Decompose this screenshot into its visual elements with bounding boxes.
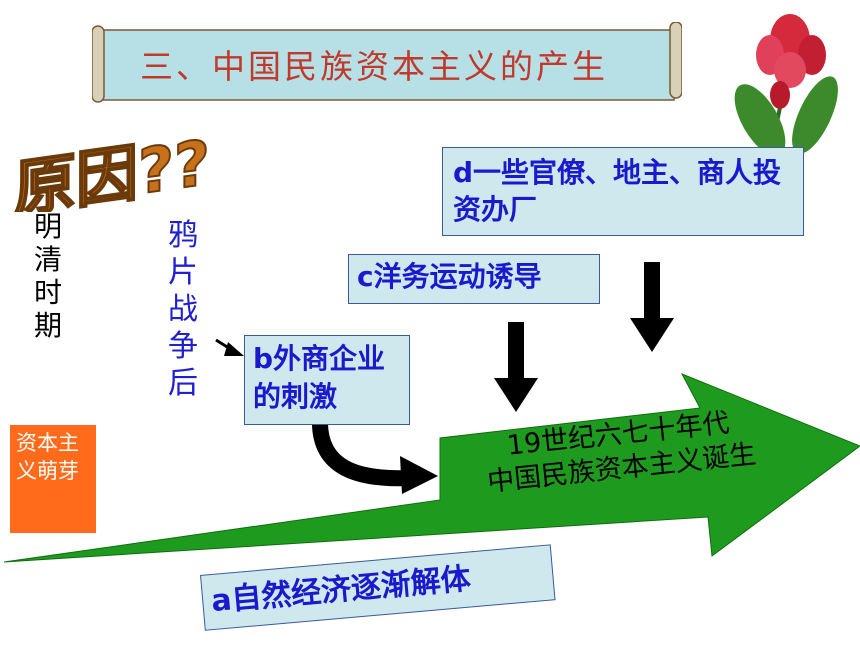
ming-qing-label: 明清时期	[33, 210, 62, 342]
opium-war-label: 鸦片战争后	[168, 218, 198, 401]
factor-d-box: d一些官僚、地主、商人投资办厂	[442, 147, 804, 236]
page-title: 三、中国民族资本主义的产生	[140, 47, 608, 86]
reason-wordart: 原因??	[13, 125, 211, 212]
title-scroll	[92, 22, 682, 103]
factor-c-box: c洋务运动诱导	[348, 254, 600, 304]
reason-text: 原因??	[14, 126, 210, 212]
arrow-b-curve	[311, 417, 438, 494]
arrow-opium-to-b	[215, 338, 244, 356]
capitalism-sprout-badge: 资本主义萌芽	[10, 425, 96, 533]
flower-icon	[734, 14, 838, 156]
arrow-c-down	[494, 322, 538, 412]
green-arrow	[3, 373, 860, 563]
arrow-d-down	[630, 262, 674, 352]
factor-b-box: b外商企业的刺激	[244, 335, 410, 425]
